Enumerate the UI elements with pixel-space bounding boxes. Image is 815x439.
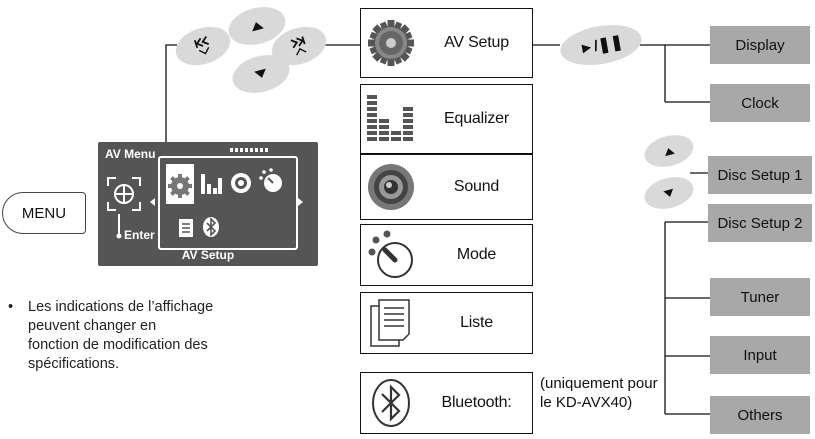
up-arrow-icon (250, 20, 264, 32)
menu-button[interactable]: MENU (2, 192, 86, 234)
menu-item-label: Bluetooth: (441, 394, 512, 411)
screen-footer: AV Setup (181, 248, 235, 262)
menu-item-label: Mode (456, 246, 497, 263)
menu-item-label: Equalizer (444, 110, 509, 127)
skip-forward-icon (290, 36, 307, 56)
list-icon (179, 219, 193, 237)
play-pause-label: ►/❚❚ (577, 33, 625, 58)
setup-item-disc-setup-2[interactable]: Disc Setup 2 (708, 204, 812, 242)
right-arrow-icon (298, 198, 303, 206)
skip-back-button[interactable] (170, 20, 236, 72)
enter-indicator (116, 214, 122, 239)
left-arrow-icon (150, 198, 155, 206)
bluetooth-note-line: le KD-AVX40) (540, 394, 633, 411)
note-line: Les indications de l’affichage (28, 299, 214, 315)
mode-dial-icon (259, 168, 282, 192)
gear-icon (166, 164, 194, 204)
menu-item-mode[interactable]: Mode (360, 224, 533, 286)
setup-item-others[interactable]: Others (710, 396, 810, 434)
screen-title: AV Menu (105, 147, 156, 161)
setup-item-label: Input (743, 346, 777, 364)
setup-item-label: Tuner (740, 288, 780, 306)
list-icon (370, 299, 410, 347)
note-line: peuvent changer en (28, 318, 157, 334)
menu-item-bluetooth[interactable]: Bluetooth: (360, 372, 533, 434)
setup-item-input[interactable]: Input (710, 336, 810, 374)
up-arrow-icon (663, 146, 675, 156)
setup-item-label: Disc Setup 1 (717, 166, 803, 184)
equalizer-icon (367, 95, 413, 141)
speaker-icon (231, 173, 251, 193)
mode-dial-icon (368, 230, 413, 278)
note-line: spécifications. (28, 356, 120, 372)
menu-item-label: Liste (460, 314, 493, 331)
bluetooth-note-line: (uniquement pour (540, 375, 658, 392)
menu-button-label: MENU (21, 204, 67, 222)
setup-item-label: Display (735, 36, 785, 54)
menu-item-equalizer[interactable]: Equalizer (360, 84, 533, 154)
setup-item-label: Others (737, 406, 783, 424)
joystick-icon (107, 177, 141, 211)
setup-item-label: Clock (741, 94, 779, 112)
gear-icon (368, 20, 414, 66)
down-arrow-icon (254, 68, 268, 80)
note-bullet: • (8, 299, 14, 315)
bluetooth-icon (372, 379, 410, 427)
down-arrow-icon (663, 188, 675, 198)
menu-item-av-setup[interactable]: AV Setup (360, 8, 533, 78)
setup-item-disc-setup-1[interactable]: Disc Setup 1 (708, 156, 812, 194)
setup-item-display[interactable]: Display (710, 26, 810, 64)
av-menu-screen: AV Menu Enter (98, 142, 318, 266)
bluetooth-icon (203, 217, 219, 237)
menu-selection-frame (158, 156, 298, 250)
display-note: Les indications de l’affichage peuvent c… (28, 298, 238, 374)
menu-item-label: AV Setup (444, 34, 509, 51)
skip-forward-button[interactable] (266, 20, 332, 72)
level-bars-icon (230, 148, 268, 152)
equalizer-icon (201, 174, 222, 194)
setup-item-clock[interactable]: Clock (710, 84, 810, 122)
menu-item-liste[interactable]: Liste (360, 292, 533, 354)
speaker-icon (368, 164, 414, 210)
menu-item-sound[interactable]: Sound (360, 154, 533, 220)
note-line: fonction de modification des (28, 337, 208, 353)
setup-item-tuner[interactable]: Tuner (710, 278, 810, 316)
bluetooth-note: (uniquement pour le KD-AVX40) (540, 374, 658, 412)
setup-item-label: Disc Setup 2 (717, 214, 803, 232)
skip-back-icon (193, 36, 210, 55)
menu-item-label: Sound (453, 178, 500, 195)
enter-label: Enter (124, 228, 155, 242)
